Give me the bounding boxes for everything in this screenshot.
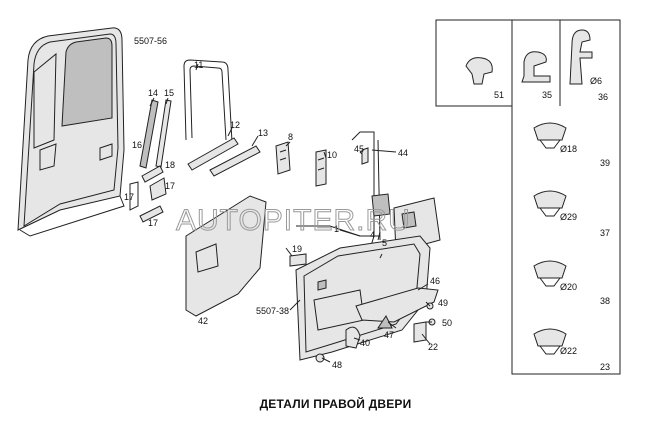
label-22: 22 (428, 342, 438, 352)
label-door: 5507-56 (134, 36, 167, 46)
legend-diameter-label: Ø22 (560, 346, 577, 356)
label-46: 46 (430, 276, 440, 286)
label-47: 47 (384, 330, 394, 340)
label-4: 4 (370, 230, 375, 240)
label-12: 12 (230, 120, 240, 130)
label-13: 13 (258, 128, 268, 138)
label-16: 16 (132, 140, 142, 150)
window-frame-seal (183, 59, 233, 143)
bracket-8 (275, 141, 291, 175)
seal-strip-12 (187, 137, 239, 171)
label-8: 8 (288, 132, 293, 142)
label-49: 49 (438, 298, 448, 308)
label-50: 50 (442, 318, 452, 328)
legend-side-label: 39 (600, 158, 610, 168)
legend-labels: 51 35 36 Ø6 Ø18 Ø29 Ø20 Ø22 39 37 38 23 (494, 76, 610, 372)
legend-top-label: 51 (494, 90, 504, 100)
label-1: 1 (334, 224, 339, 234)
label-14: 14 (148, 88, 158, 98)
diagram-caption: ДЕТАЛИ ПРАВОЙ ДВЕРИ (259, 397, 412, 411)
label-17a: 17 (165, 181, 175, 191)
label-11: 11 (194, 60, 203, 70)
bracket-10 (315, 149, 327, 187)
legend-top-label: 36 (598, 92, 608, 102)
label-42: 42 (198, 316, 208, 326)
bracket-22 (413, 321, 427, 343)
seal-strip-13 (209, 145, 261, 177)
armrest-46 (355, 287, 439, 323)
screw-48 (315, 353, 325, 363)
label-44: 44 (398, 148, 408, 158)
label-18: 18 (165, 160, 175, 170)
part-labels: 5507-56 11 14 15 16 18 17 17 17 12 13 8 … (124, 36, 452, 370)
label-17c: 17 (148, 218, 158, 228)
label-10: 10 (327, 150, 337, 160)
label-48: 48 (332, 360, 342, 370)
cap-47 (377, 315, 393, 329)
handle-40 (345, 326, 361, 349)
legend-diameter-label: Ø6 (590, 76, 602, 86)
label-40: 40 (360, 338, 370, 348)
door-frame (17, 27, 125, 237)
legend-side-label: 23 (600, 362, 610, 372)
seal-strip-14-15 (139, 99, 172, 169)
legend-side-label: 38 (600, 296, 610, 306)
clip-19 (289, 253, 307, 267)
label-15: 15 (164, 88, 174, 98)
label-5: 5 (382, 238, 387, 248)
label-trim: 5507-38 (256, 306, 289, 316)
legend-diameter-label: Ø29 (560, 212, 577, 222)
legend-diameter-label: Ø18 (560, 144, 577, 154)
small-blocks-17-18 (129, 165, 167, 223)
label-45: 45 (354, 144, 364, 154)
fastener-legend-panel (435, 19, 621, 375)
legend-side-label: 37 (600, 228, 610, 238)
label-19: 19 (292, 244, 302, 254)
legend-diameter-label: Ø20 (560, 282, 577, 292)
leader-lines (149, 63, 432, 363)
watermark: AUTOPITER.RU (176, 204, 411, 237)
legend-top-label: 35 (542, 90, 552, 100)
insulation-sheet-42 (185, 195, 267, 317)
label-17b: 17 (124, 192, 134, 202)
